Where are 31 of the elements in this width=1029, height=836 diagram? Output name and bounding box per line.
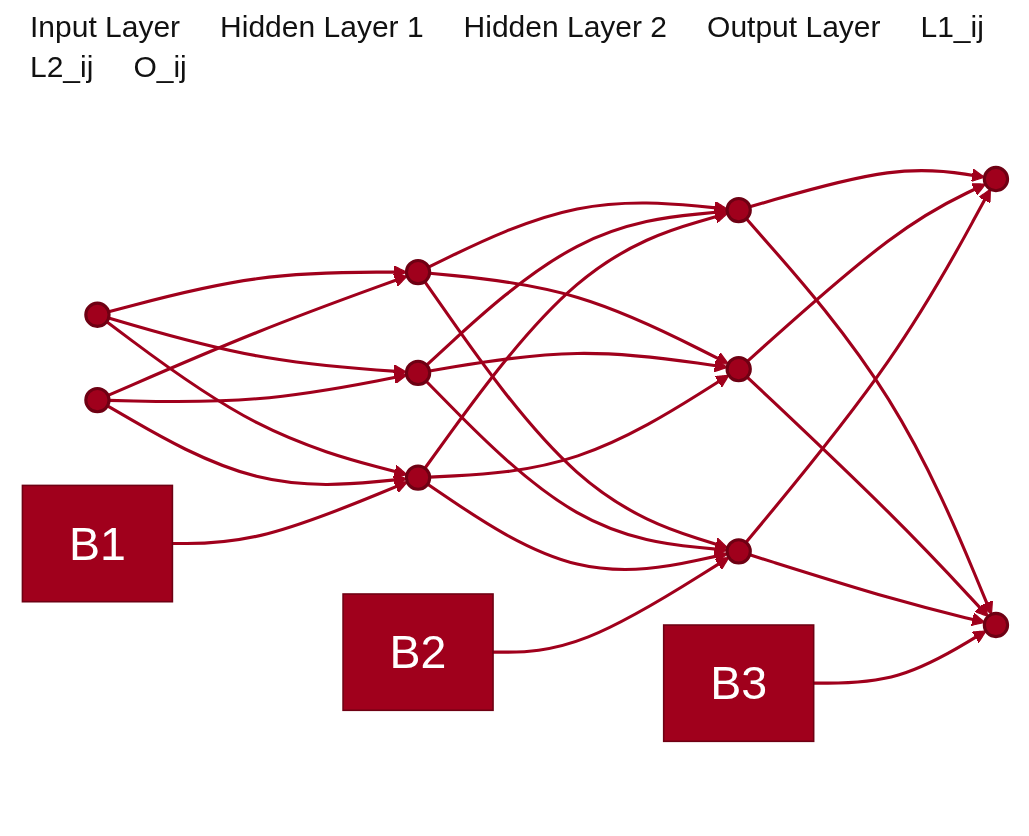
- arrow: [425, 205, 728, 366]
- node-circle: [725, 537, 752, 565]
- arrow: [492, 556, 729, 654]
- node-box: B3: [662, 623, 814, 742]
- layer-label: Input Layer: [30, 10, 181, 44]
- arrow: [745, 182, 986, 363]
- arrow: [744, 217, 993, 615]
- arrow: [813, 630, 987, 685]
- arrow: [105, 320, 407, 478]
- node-circle: [725, 196, 752, 223]
- node-circle: [83, 301, 111, 328]
- layer-label: L1_ij: [920, 10, 984, 44]
- node-circle: [404, 359, 431, 386]
- arrow: [745, 375, 989, 617]
- layer-label: O_ij: [133, 50, 187, 84]
- arrow: [744, 188, 991, 543]
- layer-label: Hidden Layer 1: [220, 10, 424, 44]
- arrow: [171, 480, 408, 545]
- node-circle: [404, 464, 431, 491]
- layer-label: L2_ij: [30, 50, 94, 84]
- node-box: B2: [341, 592, 494, 711]
- node-circle: [982, 165, 1009, 192]
- node-circle: [982, 611, 1009, 638]
- arrow: [429, 271, 729, 365]
- layer-label: Output Layer: [707, 10, 881, 44]
- node-box: B1: [21, 484, 173, 603]
- arrow: [429, 374, 729, 479]
- node-circle: [404, 258, 431, 285]
- node-circle: [83, 386, 111, 413]
- layer-label: Hidden Layer 2: [463, 10, 668, 44]
- node-circle: [725, 355, 752, 382]
